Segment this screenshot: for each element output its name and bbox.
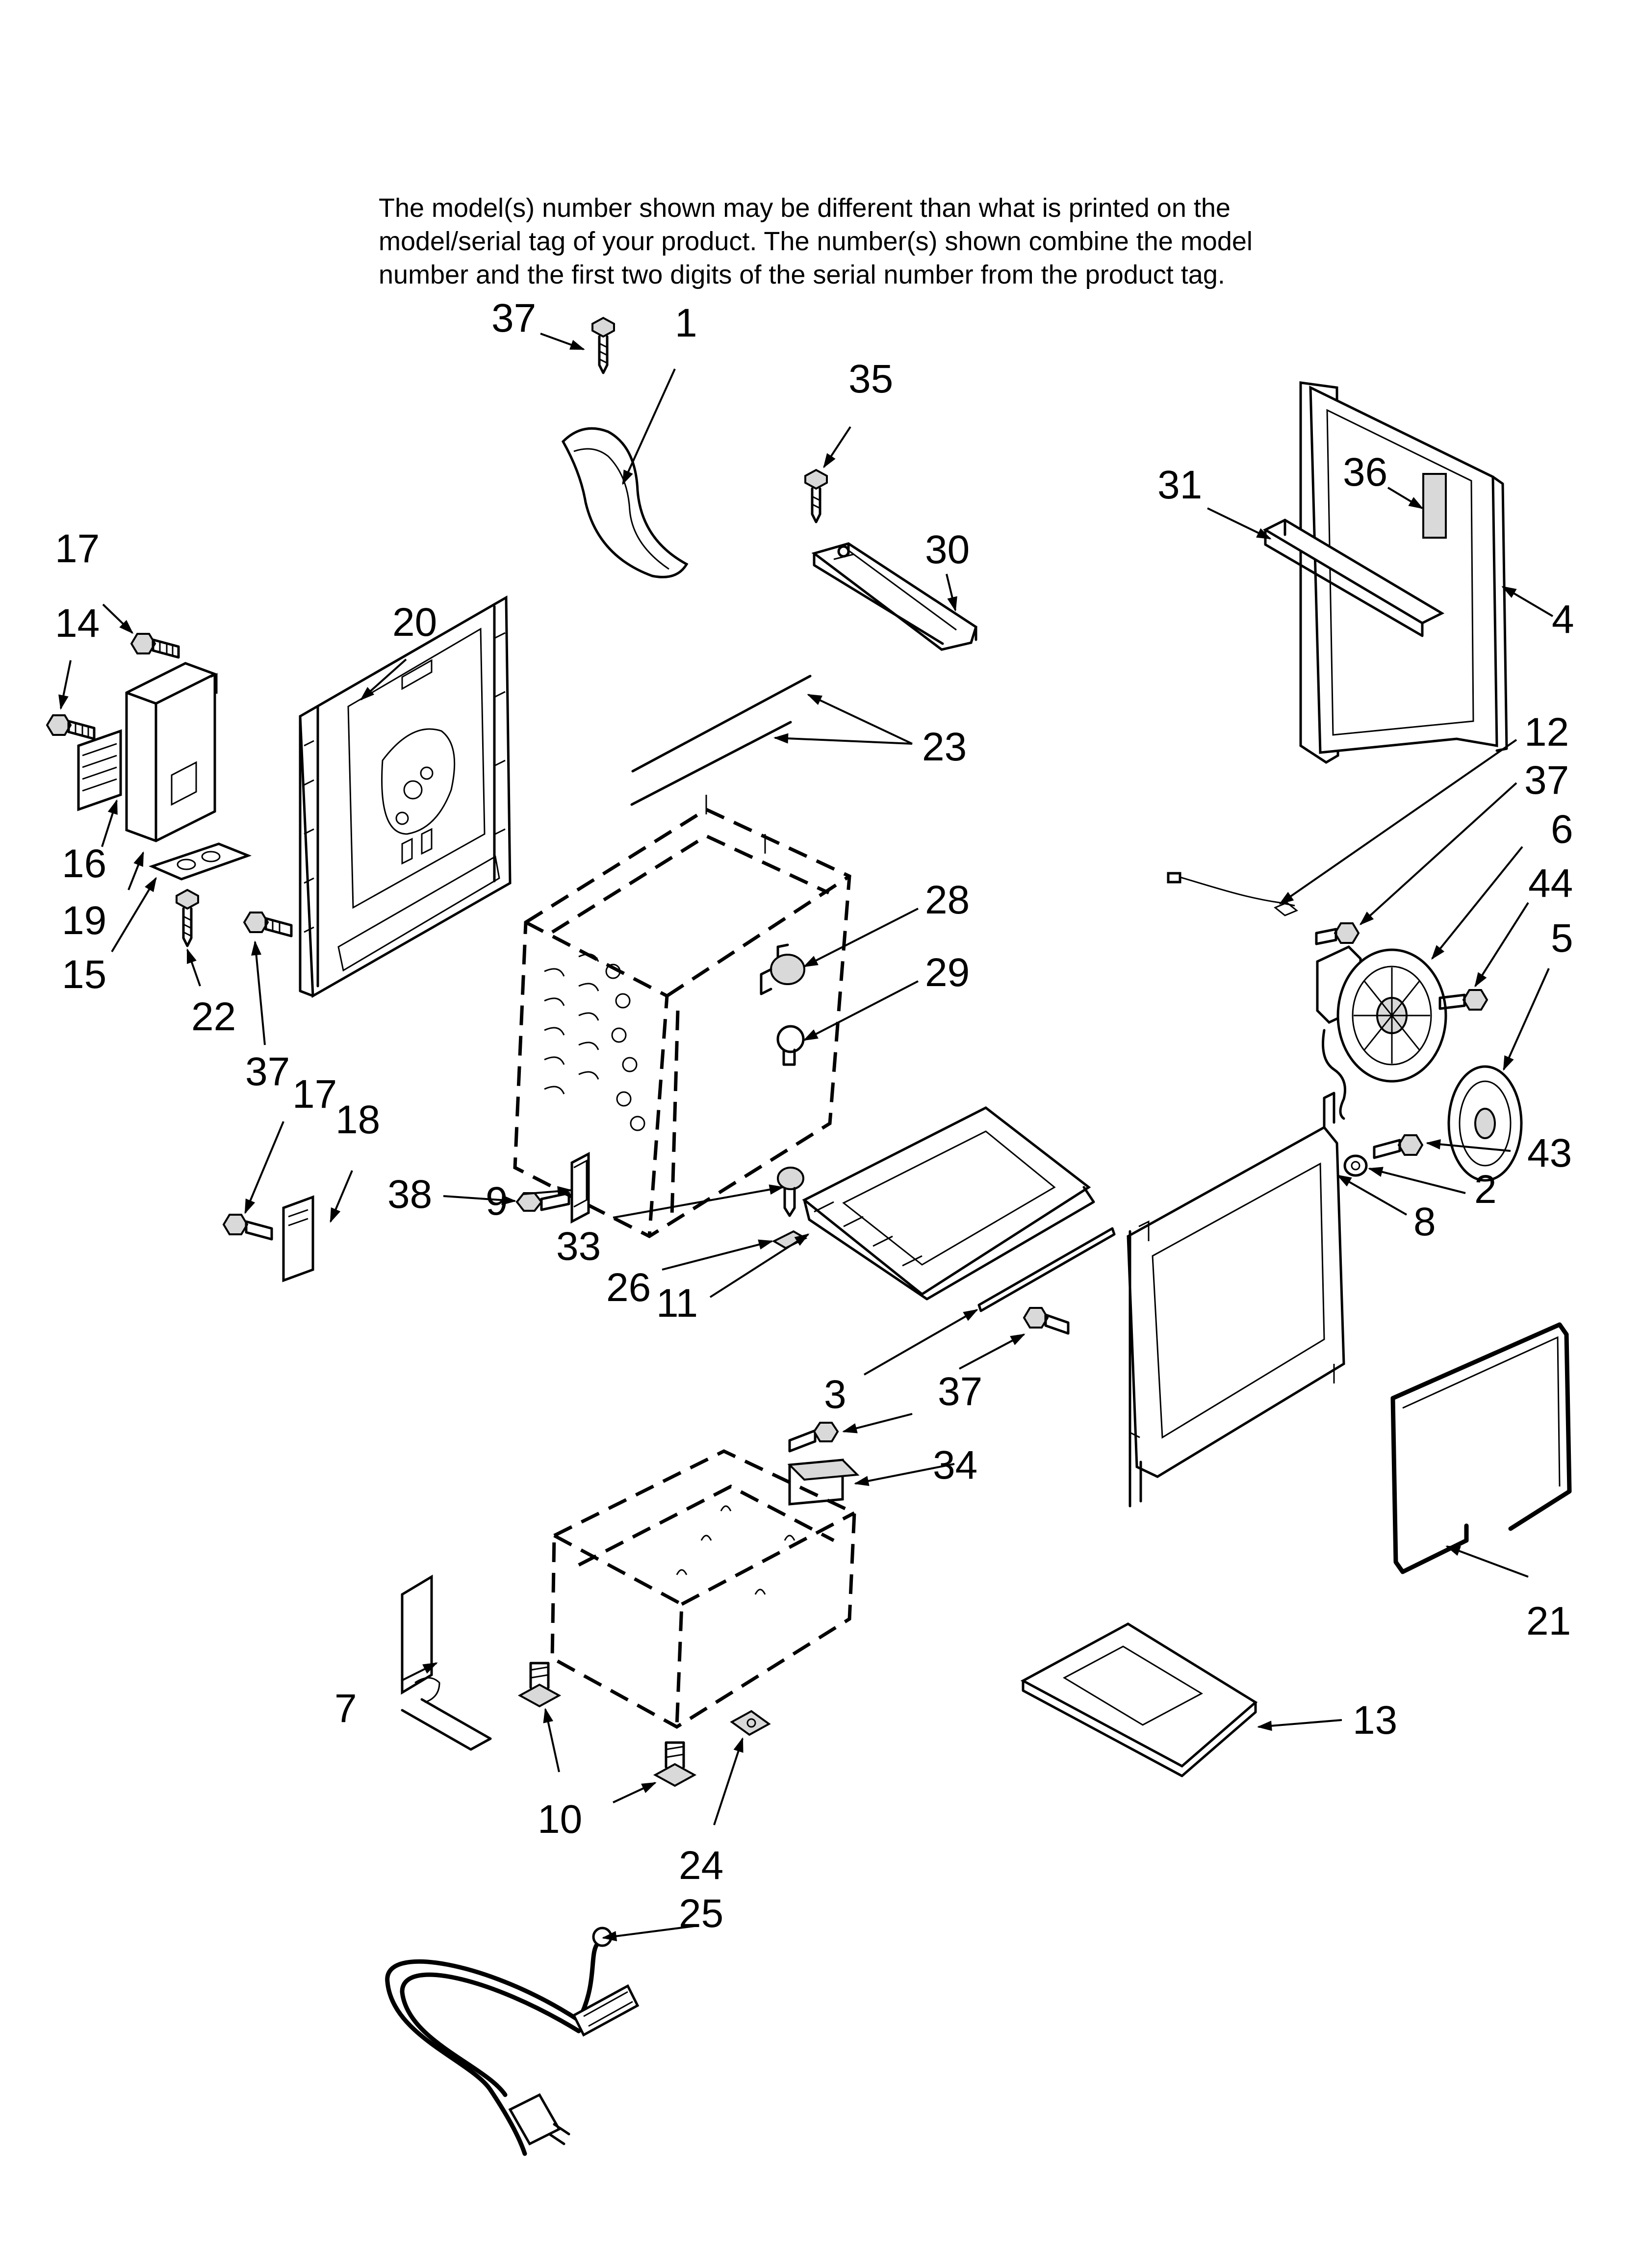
part-19-gasket <box>149 842 252 881</box>
part-17-screw-bottom-left <box>222 1214 273 1241</box>
part-12-wire-harness <box>1167 872 1298 916</box>
callout-28: 28 <box>925 878 970 922</box>
note-line-3: number and the first two digits of the s… <box>379 260 1225 289</box>
callout-20: 20 <box>392 600 437 645</box>
part-4-side-panel <box>1299 381 1508 764</box>
callout-35: 35 <box>848 357 893 401</box>
callout-9: 9 <box>486 1179 508 1224</box>
callout-30: 30 <box>925 527 970 572</box>
callout-38: 38 <box>387 1172 432 1217</box>
note-line-2: model/serial tag of your product. The nu… <box>379 227 1253 256</box>
part-13-drawer-liner <box>1020 1622 1258 1777</box>
callout-4: 4 <box>1552 597 1574 642</box>
part-34-block <box>787 1459 860 1506</box>
callout-17-left: 17 <box>55 526 100 571</box>
callout-37-right: 37 <box>1524 758 1569 803</box>
part-28-light-socket <box>760 943 805 995</box>
part-38-screw <box>515 1192 570 1212</box>
part-6-blower-motor <box>1316 945 1447 1120</box>
callout-25: 25 <box>679 1891 723 1936</box>
callout-8: 8 <box>1413 1199 1436 1244</box>
callout-23: 23 <box>922 725 967 769</box>
part-11-bottom-panel <box>802 1106 1095 1301</box>
callout-22: 22 <box>191 994 236 1039</box>
callout-6: 6 <box>1551 807 1573 852</box>
callout-37-top: 37 <box>491 296 536 340</box>
part-22-screw <box>176 888 199 947</box>
part-20-rear-panel <box>299 595 512 998</box>
part-30-vent-bracket <box>811 542 977 651</box>
lower-base-outline <box>550 1449 856 1729</box>
callout-13: 13 <box>1353 1698 1397 1743</box>
callout-43: 43 <box>1527 1131 1572 1175</box>
callout-44: 44 <box>1528 861 1573 906</box>
part-24-clip <box>730 1710 771 1736</box>
part-1-vent-trim <box>561 427 689 578</box>
callout-36: 36 <box>1343 450 1387 495</box>
callout-12: 12 <box>1524 710 1569 755</box>
part-37-screw-lower <box>788 1422 839 1453</box>
part-7-leg-bracket <box>401 1574 492 1751</box>
part-3-rail <box>977 1227 1116 1312</box>
callout-33: 33 <box>556 1224 601 1269</box>
callout-11: 11 <box>656 1281 698 1326</box>
callout-37-middle: 37 <box>938 1369 982 1414</box>
part-25-power-cord <box>385 1927 640 2156</box>
leader-lines <box>58 333 1554 1941</box>
callout-31: 31 <box>1157 463 1202 507</box>
part-10-leveling-leg-right <box>653 1741 697 1787</box>
callout-5: 5 <box>1551 916 1573 961</box>
callout-26: 26 <box>606 1265 651 1310</box>
part-37-screw-left <box>243 912 293 938</box>
callout-7: 7 <box>334 1686 357 1731</box>
part-9-bracket <box>570 1151 590 1224</box>
part-18-bracket <box>282 1195 314 1282</box>
part-23-trim-strips <box>630 675 812 806</box>
callout-15: 15 <box>62 952 106 997</box>
callout-19: 19 <box>62 898 106 943</box>
part-2-washer <box>1343 1154 1368 1177</box>
callout-14: 14 <box>55 601 100 646</box>
note-line-1: The model(s) number shown may be differe… <box>379 193 1231 223</box>
callout-10: 10 <box>538 1797 582 1842</box>
part-14-screw <box>46 714 96 740</box>
part-33-sensor <box>777 1167 804 1217</box>
callout-34: 34 <box>933 1443 977 1487</box>
callout-3: 3 <box>824 1372 847 1417</box>
part-17-screw-left <box>130 633 180 659</box>
callout-2: 2 <box>1474 1167 1497 1212</box>
callout-21: 21 <box>1526 1599 1571 1643</box>
callout-24: 24 <box>679 1843 723 1888</box>
part-21-door-gasket <box>1390 1322 1572 1574</box>
part-43-screw <box>1373 1134 1424 1159</box>
callout-18: 18 <box>335 1097 380 1142</box>
part-29-light-lens <box>776 1025 805 1066</box>
part-37-screw-right <box>1315 922 1360 945</box>
callout-labels: 37 1 35 31 36 4 17 14 20 30 23 12 37 6 4… <box>55 296 1574 1936</box>
callout-17-lower: 17 <box>292 1072 337 1117</box>
part-10-leveling-leg-left <box>517 1662 562 1708</box>
part-44-screw <box>1438 989 1488 1011</box>
part-16-terminal-cover <box>125 662 218 842</box>
part-8-door-frame <box>1127 1092 1345 1508</box>
part-37-screw-middle <box>1023 1307 1070 1335</box>
callout-16: 16 <box>62 841 106 886</box>
callout-37-left: 37 <box>245 1049 290 1094</box>
part-37-screw-top <box>591 316 615 374</box>
part-16-terminal-block <box>77 729 122 811</box>
part-35-screw <box>804 469 828 523</box>
callout-29: 29 <box>925 950 970 995</box>
callout-1: 1 <box>675 301 697 345</box>
model-number-note: The model(s) number shown may be differe… <box>379 191 1507 291</box>
oven-cavity-outline <box>513 795 851 1239</box>
part-5-fan-cover <box>1447 1065 1523 1182</box>
